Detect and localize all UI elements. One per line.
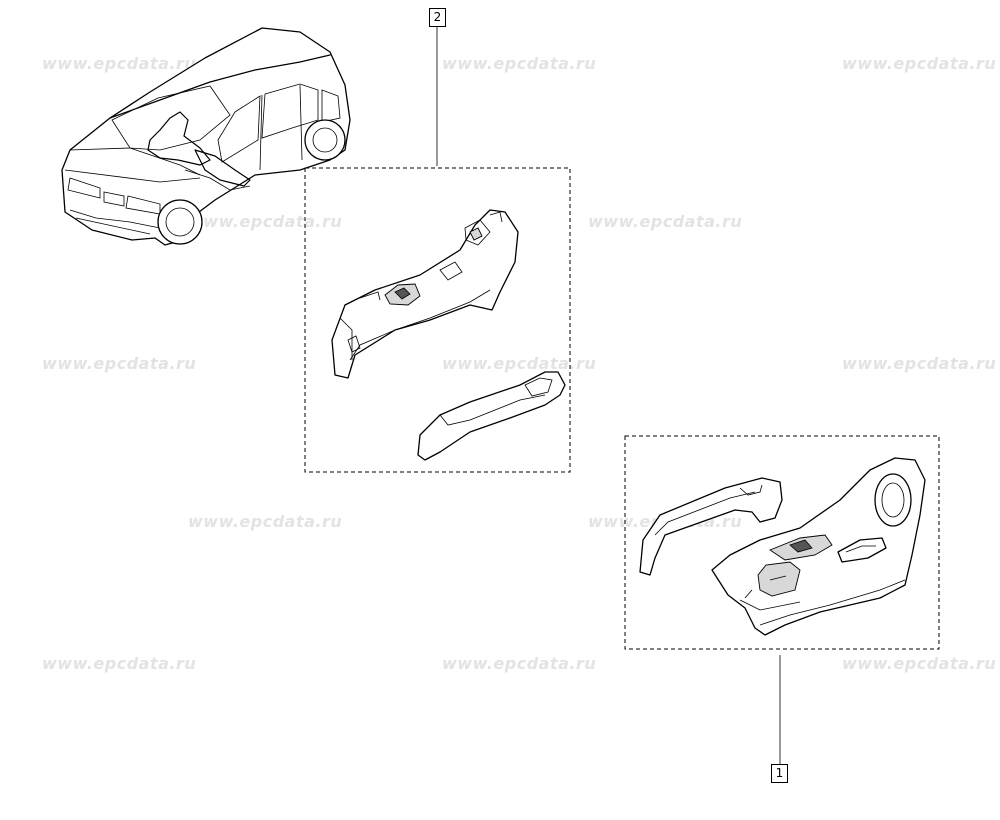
callout-part-1[interactable]: 1 — [771, 764, 788, 783]
seat-side-trim-upper — [331, 209, 519, 379]
car-illustration — [61, 27, 351, 246]
part-2-group-box — [304, 167, 571, 473]
seat-side-trim-lower — [417, 371, 566, 461]
seat-side-panel-with-controls — [711, 457, 926, 636]
part-1-group-box — [624, 435, 940, 650]
callout-part-2[interactable]: 2 — [429, 8, 446, 27]
seat-trim-strip — [639, 477, 783, 576]
